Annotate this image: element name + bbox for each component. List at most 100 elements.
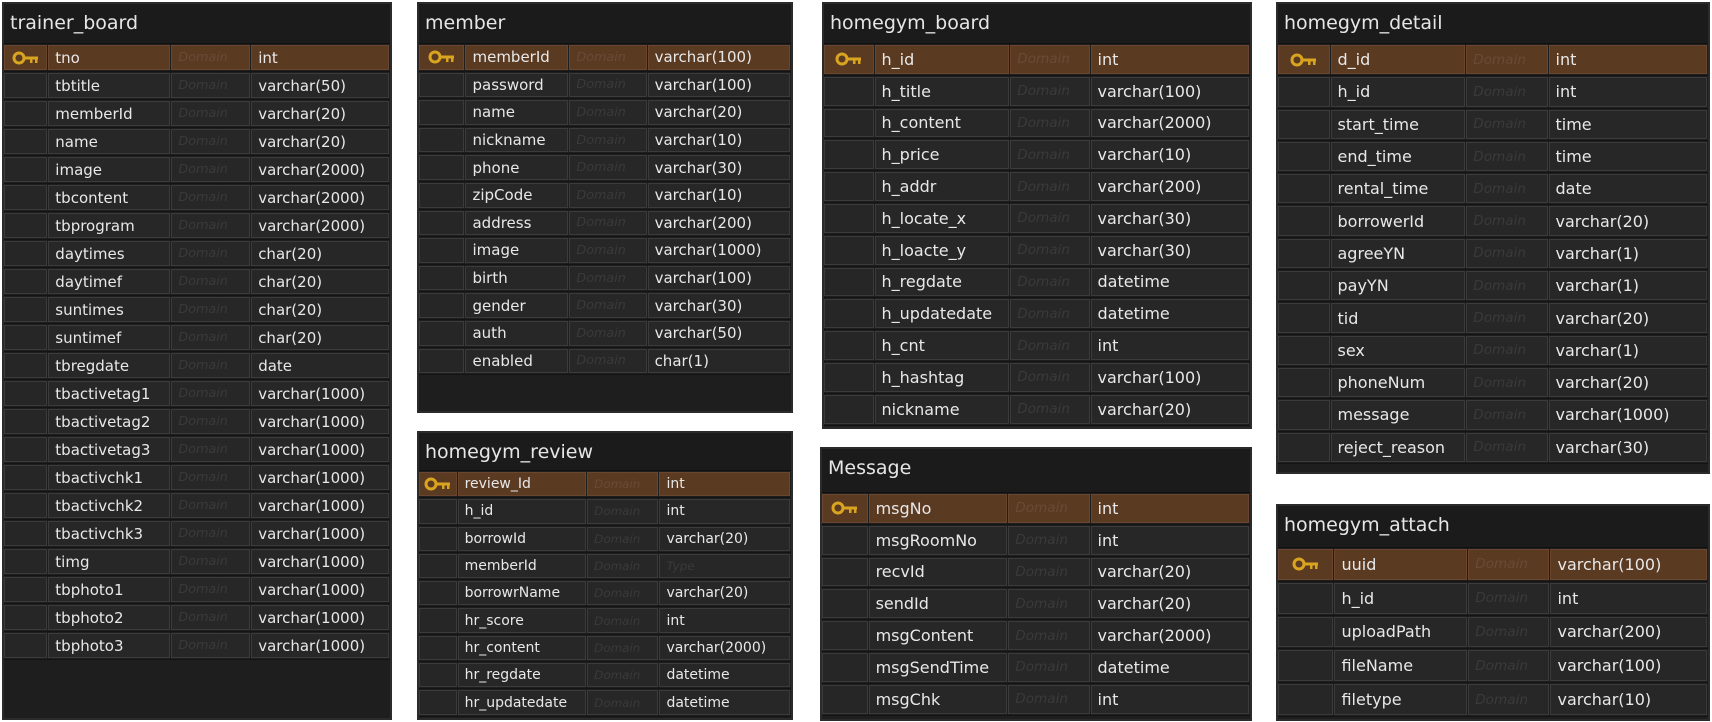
column-type: int	[1090, 684, 1249, 714]
column-domain: Domain	[1010, 140, 1090, 170]
key-cell	[4, 129, 48, 154]
key-cell	[1278, 109, 1330, 139]
key-cell	[4, 325, 48, 350]
column-name: zipCode	[465, 182, 569, 208]
column-name: h_addr	[874, 172, 1010, 201]
column-type: Type	[659, 553, 790, 579]
column-type: char(20)	[251, 269, 389, 294]
column-name: h_cnt	[874, 331, 1010, 360]
column-domain: Domain	[1466, 77, 1548, 107]
column-name: tbactivchk2	[48, 493, 171, 518]
key-cell	[419, 45, 465, 70]
